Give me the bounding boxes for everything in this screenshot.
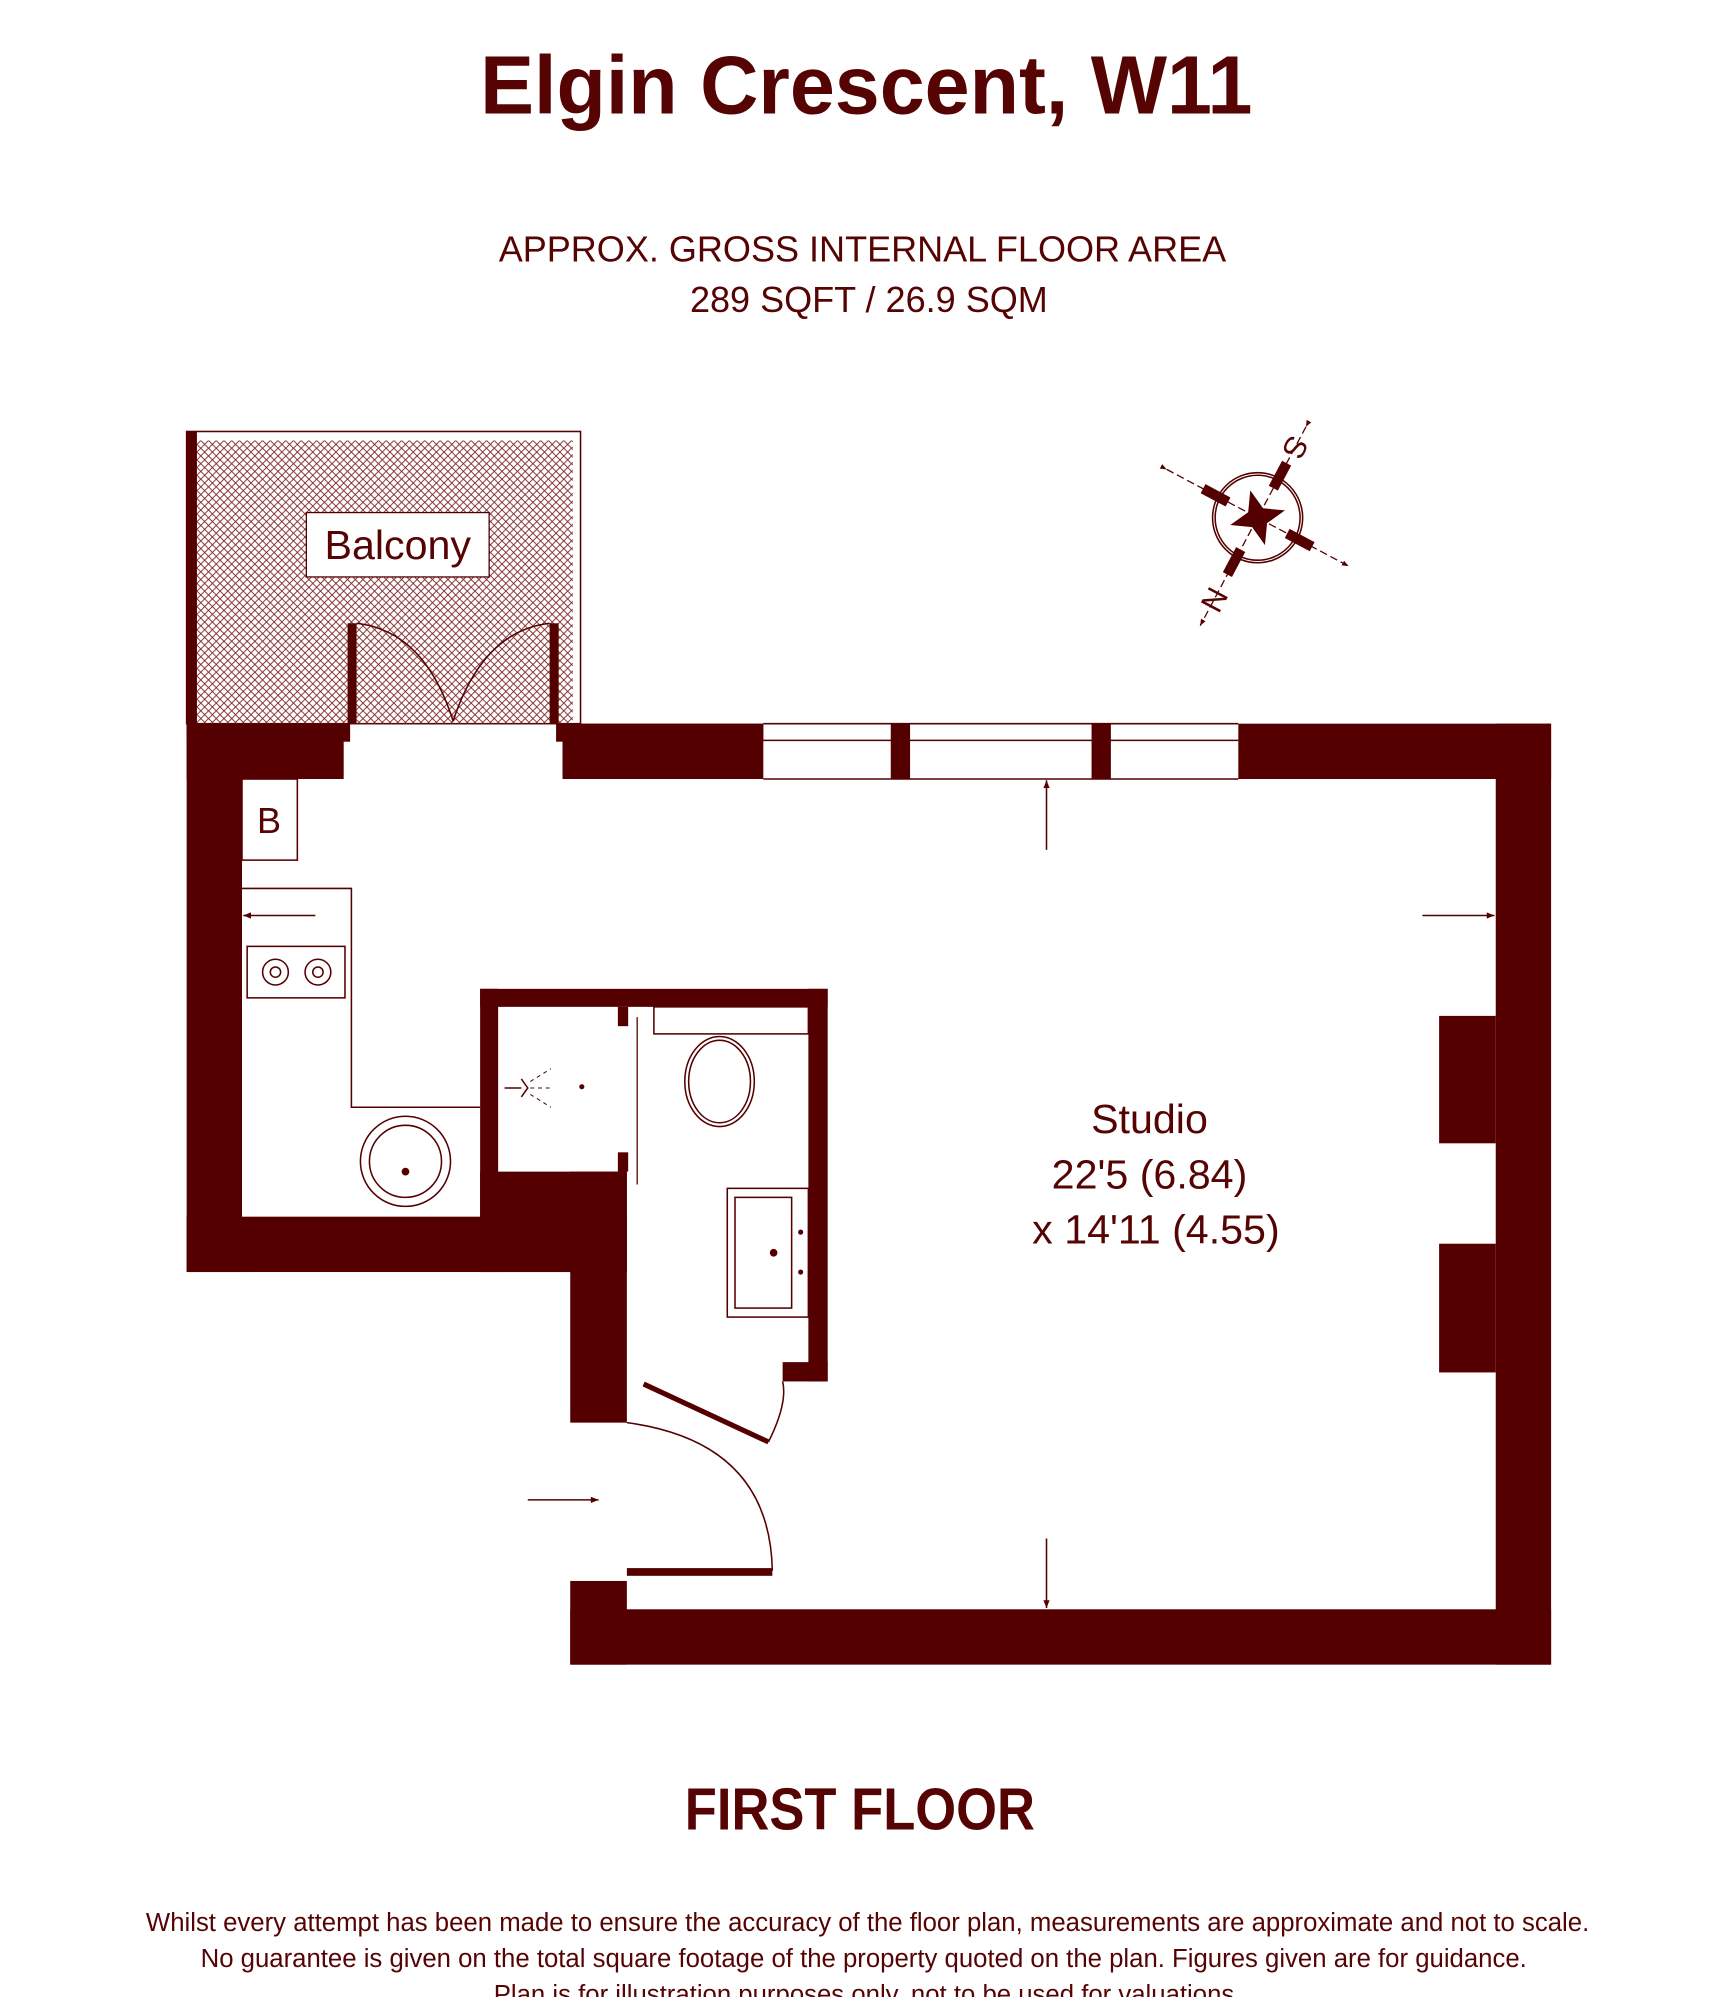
boiler-label: B	[257, 800, 281, 841]
compass-icon: S N	[1159, 419, 1349, 626]
studio-name: Studio	[1091, 1096, 1208, 1142]
area-label: APPROX. GROSS INTERNAL FLOOR AREA	[499, 229, 1226, 270]
balcony: Balcony	[185, 430, 582, 725]
page-title: Elgin Crescent, W11	[480, 40, 1252, 132]
shower-head-icon	[504, 1078, 529, 1098]
windows	[763, 722, 1239, 780]
disclaimer-line-1: Whilst every attempt has been made to en…	[146, 1909, 1589, 1937]
walls	[186, 431, 1552, 1665]
sink-icon	[359, 1115, 452, 1208]
dimension-arrows	[1043, 780, 1495, 1608]
studio-dimension-width: x 14'11 (4.55)	[1032, 1207, 1280, 1253]
balcony-label: Balcony	[324, 522, 471, 568]
studio-dimension-length: 22'5 (6.84)	[1052, 1151, 1248, 1197]
bathroom-door	[642, 1381, 770, 1445]
cistern-icon	[653, 1006, 810, 1035]
disclaimer-line-3: Plan is for illustration purposes only, …	[494, 1981, 1242, 1997]
basin-icon	[726, 1187, 810, 1318]
toilet-icon	[684, 1035, 756, 1128]
disclaimer-line-2: No guarantee is given on the total squar…	[201, 1945, 1527, 1973]
kitchen: B	[241, 778, 481, 1208]
compass-north-label: N	[1194, 582, 1235, 618]
area-value: 289 SQFT / 26.9 SQM	[690, 279, 1048, 320]
compass-south-label: S	[1275, 430, 1316, 465]
hob-icon	[246, 945, 346, 999]
floor-label: FIRST FLOOR	[685, 1775, 1035, 1842]
bathroom	[504, 1006, 810, 1445]
entrance-door	[527, 1421, 774, 1576]
